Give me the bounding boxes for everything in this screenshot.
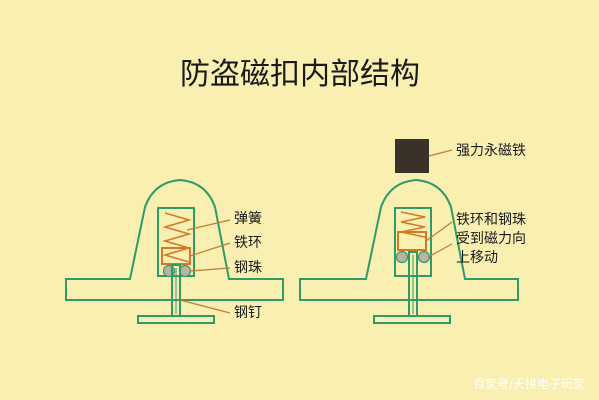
- leader-move-ring: [425, 221, 453, 242]
- right-leader-lines: [425, 149, 453, 258]
- label-move-line2: 受到磁力向: [456, 231, 526, 247]
- watermark: 百家号/天拼电子玩家: [473, 376, 585, 391]
- label-steel-balls: 钢珠: [234, 260, 262, 276]
- left-steel-pin-head: [137, 315, 215, 324]
- leader-iron-ring: [189, 242, 231, 257]
- left-spring: [162, 212, 192, 263]
- label-magnet: 强力永磁铁: [456, 143, 526, 159]
- leader-move-balls: [427, 243, 453, 258]
- right-steel-ball-left: [395, 250, 409, 264]
- diagram-title: 防盗磁扣内部结构: [180, 57, 420, 92]
- left-leader-lines: [179, 219, 231, 314]
- right-spring: [400, 211, 426, 238]
- label-move-line1: 铁环和钢珠: [456, 212, 526, 228]
- label-iron-ring: 铁环: [234, 235, 262, 251]
- right-tag-body: [299, 178, 519, 301]
- leader-steel-balls: [189, 267, 231, 272]
- label-move-line3: 上移动: [456, 250, 498, 266]
- right-steel-ball-right: [417, 250, 431, 264]
- label-steel-pin: 钢钉: [234, 305, 262, 321]
- leader-spring: [186, 219, 231, 231]
- left-tag: [65, 178, 284, 324]
- right-steel-pin-head: [373, 315, 451, 324]
- leader-magnet: [428, 149, 453, 157]
- label-spring: 弹簧: [234, 211, 262, 227]
- right-tag: [299, 139, 519, 324]
- left-tag-body: [65, 178, 284, 301]
- leader-steel-pin: [179, 299, 231, 314]
- permanent-magnet: [395, 139, 429, 173]
- left-steel-ball-right: [178, 264, 192, 278]
